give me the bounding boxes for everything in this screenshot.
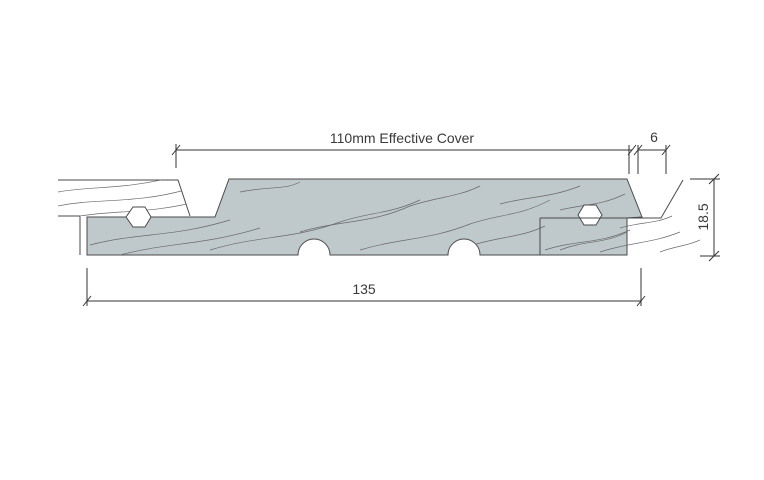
effective-cover-label: 110mm Effective Cover bbox=[330, 130, 475, 146]
main-board bbox=[86, 178, 643, 256]
left-clip-hexagon bbox=[125, 206, 152, 228]
main-board-grain bbox=[89, 181, 628, 255]
thickness-label: 18.5 bbox=[695, 203, 711, 230]
thickness-dimension: 18.5 bbox=[690, 173, 720, 262]
left-board-grain bbox=[58, 180, 190, 216]
right-board-grain bbox=[544, 215, 700, 253]
gap-dimension: 6 bbox=[633, 129, 671, 174]
right-clip-hexagon bbox=[577, 204, 603, 226]
left-adjacent-board bbox=[58, 179, 191, 255]
overall-width-label: 135 bbox=[352, 281, 376, 297]
right-adjacent-board bbox=[539, 179, 700, 255]
overall-width-dimension: 135 bbox=[82, 268, 646, 307]
effective-cover-dimension: 110mm Effective Cover bbox=[171, 130, 637, 174]
gap-label: 6 bbox=[650, 129, 658, 145]
